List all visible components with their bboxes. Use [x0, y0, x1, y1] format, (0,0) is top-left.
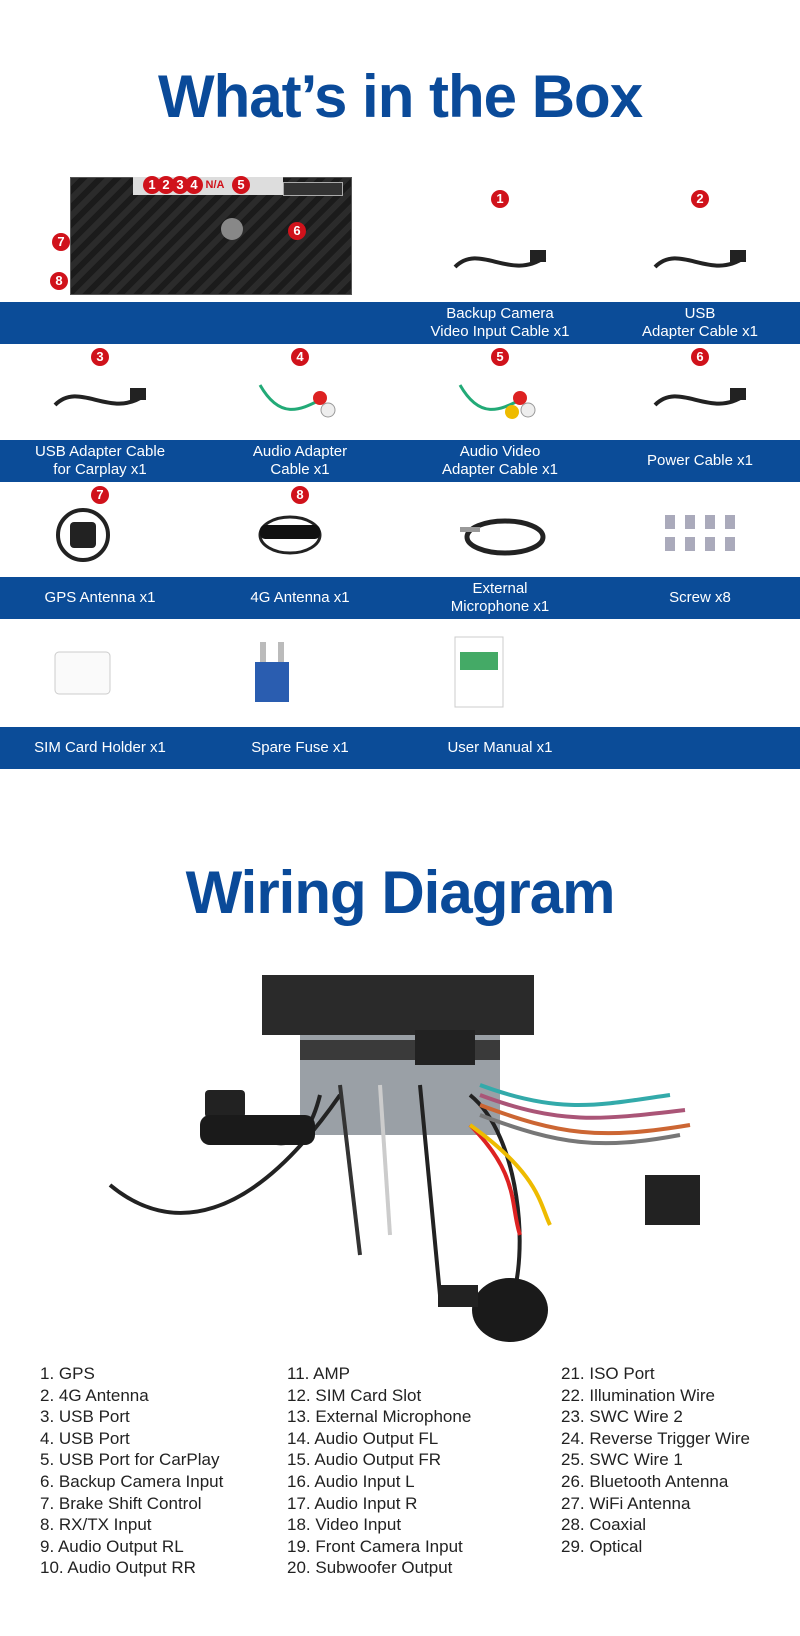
- headunit-badge: N/A: [205, 179, 225, 191]
- antenna-icon: [250, 507, 350, 562]
- legend-item: 9. Audio Output RL: [40, 1536, 184, 1556]
- legend-item: 25. SWC Wire 1: [561, 1450, 683, 1470]
- item-label: 4G Antenna x1: [250, 589, 350, 606]
- gps-antenna-icon: [50, 507, 150, 562]
- item-badge: 4: [291, 348, 309, 366]
- headunit-badge: 6: [288, 222, 306, 240]
- power-cable-icon: [650, 370, 750, 425]
- item-badge: 1: [491, 190, 509, 208]
- legend-item: 18. Video Input: [287, 1515, 402, 1535]
- legend-item: 3. USB Port: [40, 1407, 130, 1427]
- band-row-4: [0, 727, 800, 769]
- head-unit-rear-image: [70, 177, 352, 295]
- legend-item: 23. SWC Wire 2: [561, 1407, 683, 1427]
- rca-cable-icon: [250, 370, 350, 425]
- legend-item: 28. Coaxial: [561, 1515, 647, 1535]
- item-badge: 7: [91, 486, 109, 504]
- item-label: User Manual x1: [447, 739, 553, 756]
- microphone-icon: [450, 507, 550, 562]
- legend-item: 27. WiFi Antenna: [561, 1493, 691, 1513]
- headunit-badge: 8: [50, 272, 68, 290]
- legend-item: 29. Optical: [561, 1536, 643, 1556]
- band-row-3: [0, 577, 800, 619]
- item-label: Power Cable x1: [647, 452, 753, 469]
- headunit-badge: 2: [157, 176, 175, 194]
- legend-item: 17. Audio Input R: [287, 1493, 418, 1513]
- item-label: SIM Card Holder x1: [34, 739, 166, 756]
- usb-cable-icon: [50, 370, 150, 425]
- legend-item: 26. Bluetooth Antenna: [561, 1471, 729, 1491]
- legend-item: 7. Brake Shift Control: [40, 1493, 202, 1513]
- legend-item: 6. Backup Camera Input: [40, 1471, 224, 1491]
- sim-holder-icon: [50, 632, 150, 712]
- cable-icon: [450, 232, 550, 287]
- headunit-badge: 3: [171, 176, 189, 194]
- item-badge: 6: [691, 348, 709, 366]
- item-badge: 5: [491, 348, 509, 366]
- legend-item: 1. GPS: [40, 1364, 95, 1383]
- legend-item: 21. ISO Port: [561, 1364, 655, 1383]
- legend-item: 13. External Microphone: [287, 1407, 472, 1427]
- headunit-badge: 7: [52, 233, 70, 251]
- legend-item: 19. Front Camera Input: [287, 1536, 463, 1556]
- band-row-1: [0, 302, 800, 344]
- fuse-icon: [250, 632, 350, 712]
- item-badge: 8: [291, 486, 309, 504]
- wiring-section-title: Wiring Diagram: [185, 859, 616, 926]
- legend-item: 5. USB Port for CarPlay: [40, 1450, 220, 1470]
- band-row-2: [0, 440, 800, 482]
- item-badge: 2: [691, 190, 709, 208]
- av-cable-icon: [450, 370, 550, 425]
- legend-item: 24. Reverse Trigger Wire: [561, 1428, 750, 1448]
- legend-item: 12. SIM Card Slot: [287, 1385, 422, 1405]
- item-badge: 3: [91, 348, 109, 366]
- screw-icon: [650, 507, 750, 562]
- headunit-badge: 4: [185, 176, 203, 194]
- usb-cable-icon: [650, 232, 750, 287]
- item-label: Screw x8: [669, 589, 731, 606]
- legend-item: 8. RX/TX Input: [40, 1515, 152, 1535]
- manual-icon: [450, 632, 550, 712]
- legend-item: 22. Illumination Wire: [561, 1385, 716, 1405]
- legend-item: 2. 4G Antenna: [40, 1385, 149, 1405]
- legend-item: 11. AMP: [287, 1364, 350, 1383]
- legend-item: 20. Subwoofer Output: [287, 1558, 453, 1578]
- legend-item: 15. Audio Output FR: [287, 1450, 442, 1470]
- box-section-title: What’s in the Box: [157, 63, 643, 130]
- item-label: GPS Antenna x1: [44, 589, 156, 606]
- wiring-diagram: 1234567891011121314151617181920212223242…: [108, 975, 700, 1342]
- legend-item: 4. USB Port: [40, 1428, 130, 1448]
- item-label: Spare Fuse x1: [251, 739, 349, 756]
- headunit-badge: 1: [143, 176, 161, 194]
- headunit-badge: 5: [232, 176, 250, 194]
- legend-item: 16. Audio Input L: [287, 1471, 415, 1491]
- legend-item: 10. Audio Output RR: [40, 1558, 196, 1578]
- legend-item: 14. Audio Output FL: [287, 1428, 439, 1448]
